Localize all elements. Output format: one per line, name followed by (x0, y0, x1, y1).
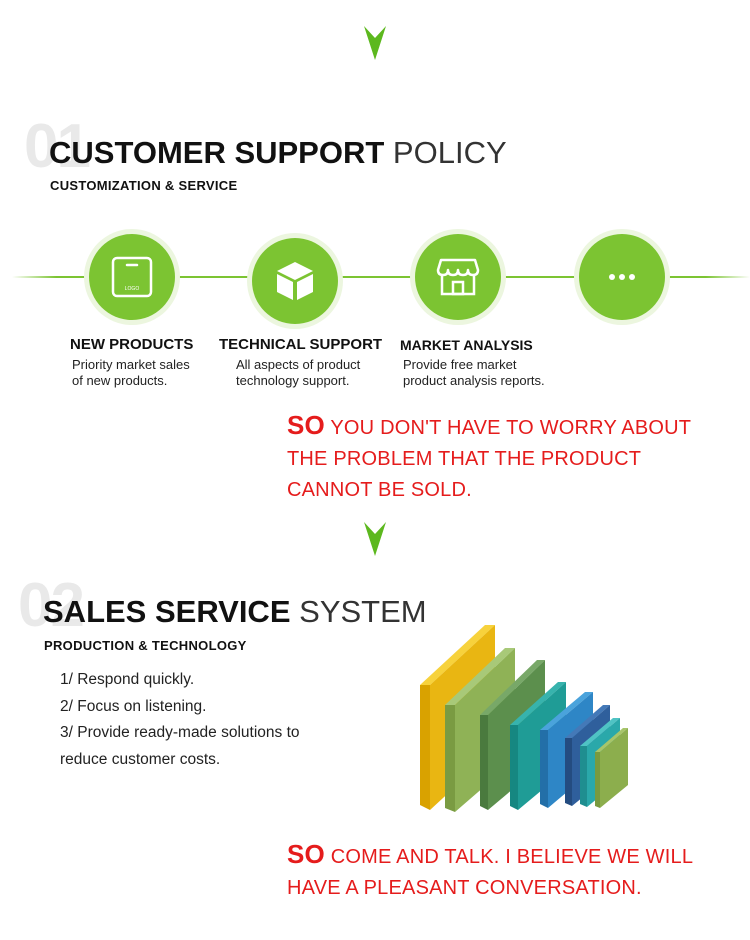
slogan-text: COME AND TALK. I BELIEVE WE WILL (330, 846, 694, 868)
section-subtitle: PRODUCTION & TECHNOLOGY (44, 638, 247, 653)
section-title-light: SYSTEM (299, 594, 427, 629)
feature-title-technical-support: TECHNICAL SUPPORT (219, 336, 383, 353)
list-item: 1/ Respond quickly. (60, 671, 195, 688)
feature-circle-market-analysis (415, 234, 501, 320)
slogan-1: SO YOU DON'T HAVE TO WORRY ABOUT THE PRO… (287, 410, 691, 506)
feature-desc-market-analysis: Provide free market product analysis rep… (403, 357, 545, 389)
section-title-bold: CUSTOMER SUPPORT (49, 135, 385, 170)
feature-desc-line: technology support. (236, 373, 350, 388)
slogan-so: SO (287, 839, 325, 869)
feature-desc-new-products: Priority market sales of new products. (72, 357, 190, 389)
slogan-2: SO COME AND TALK. I BELIEVE WE WILL HAVE… (287, 839, 693, 904)
slogan-line: SO YOU DON'T HAVE TO WORRY ABOUT (287, 410, 691, 444)
slogan-line: CANNOT BE SOLD. (287, 479, 472, 501)
product-box-icon: LOGO (111, 256, 153, 298)
slogan-line: THE PROBLEM THAT THE PRODUCT (287, 448, 642, 470)
feature-title-new-products: NEW PRODUCTS (70, 336, 194, 353)
list-item: 2/ Focus on listening. (60, 697, 207, 715)
section-number: 01 (24, 112, 91, 181)
more-dots-icon (609, 274, 635, 280)
section-title-light: POLICY (392, 135, 507, 170)
chevron-down-icon (364, 26, 386, 60)
feature-desc-line: Provide free market (403, 357, 517, 372)
section-title: SALES SERVICE SYSTEM (43, 596, 427, 627)
feature-circle-technical-support (252, 238, 338, 324)
slogan-line: HAVE A PLEASANT CONVERSATION. (287, 877, 642, 899)
feature-desc-line: product analysis reports. (403, 373, 545, 388)
section-title: CUSTOMER SUPPORT POLICY (49, 137, 507, 168)
storefront-icon (436, 258, 480, 296)
feature-desc-line: All aspects of product (236, 357, 361, 372)
service-list: 1/ Respond quickly. 2/ Focus on listenin… (60, 667, 300, 773)
slogan-text: YOU DON'T HAVE TO WORRY ABOUT (330, 417, 692, 439)
timeline-line (12, 276, 750, 278)
feature-desc-line: of new products. (72, 373, 168, 388)
logo-text: LOGO (125, 286, 140, 292)
slogan-so: SO (287, 410, 325, 440)
feature-title-market-analysis: MARKET ANALYSIS (400, 337, 533, 353)
layered-panels-illustration (420, 625, 628, 812)
feature-circle-more (579, 234, 665, 320)
section-title-bold: SALES SERVICE (43, 594, 291, 629)
list-item: 3/ Provide ready-made solutions to (60, 724, 300, 741)
slogan-line: SO COME AND TALK. I BELIEVE WE WILL (287, 839, 693, 873)
cube-icon (277, 262, 313, 300)
feature-circle-new-products: LOGO (89, 234, 175, 320)
section-number: 02 (18, 571, 85, 640)
section-subtitle: CUSTOMIZATION & SERVICE (50, 178, 238, 193)
feature-desc-line: Priority market sales (72, 357, 190, 372)
feature-desc-technical-support: All aspects of product technology suppor… (236, 357, 360, 389)
chevron-down-icon (364, 522, 386, 556)
list-item: reduce customer costs. (60, 750, 221, 768)
